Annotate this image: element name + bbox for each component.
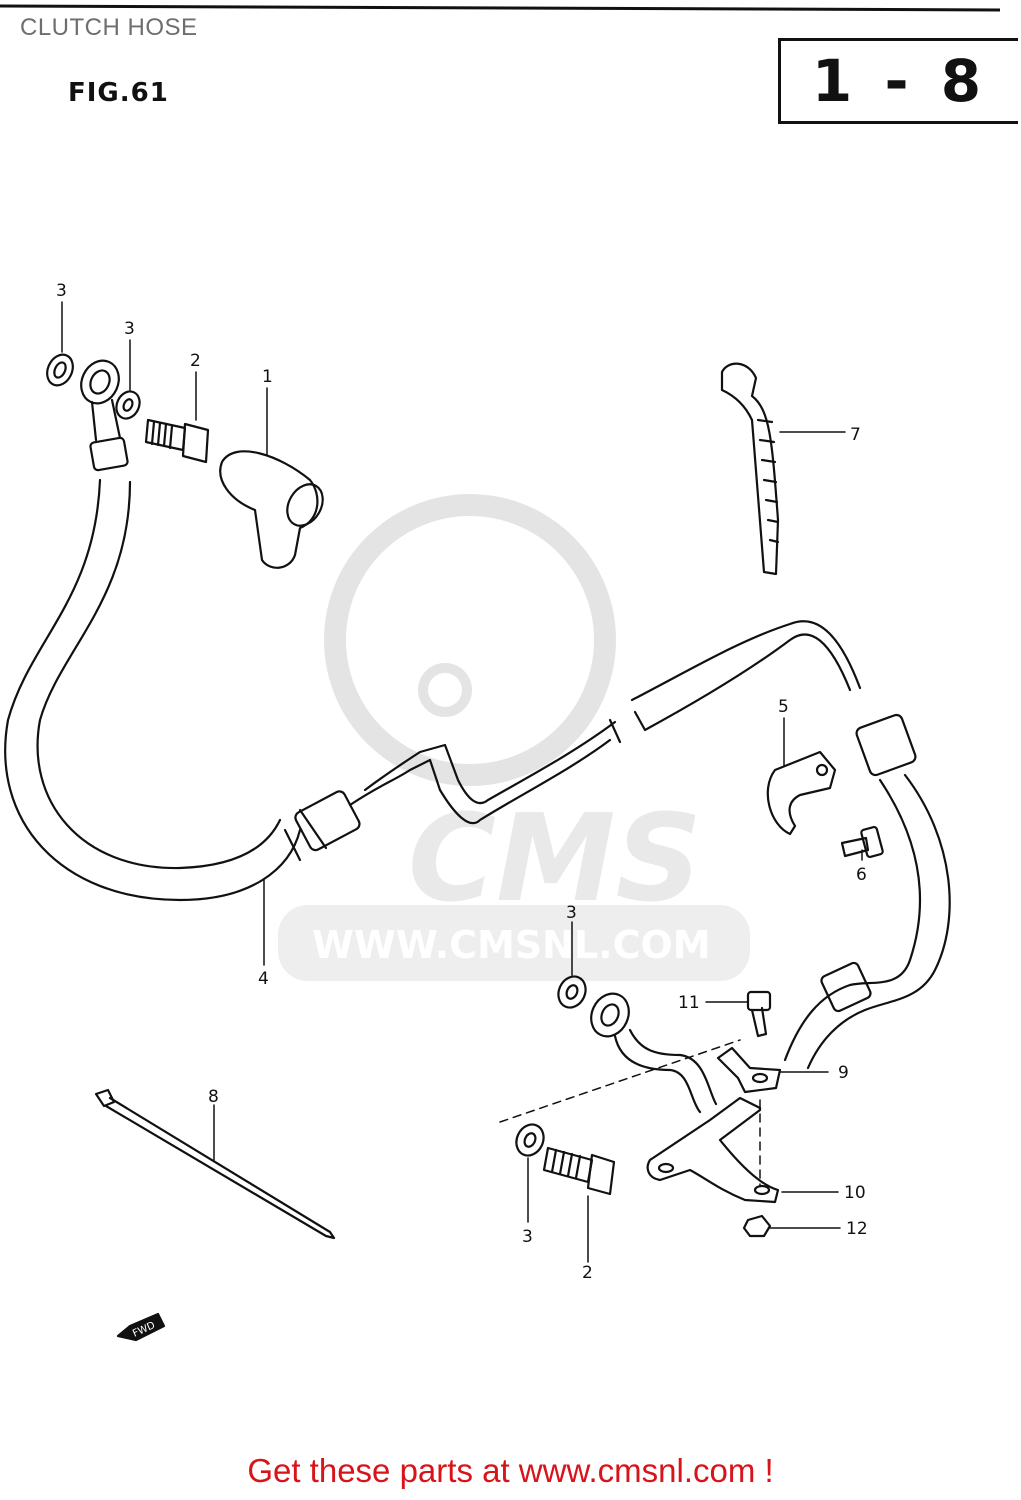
- watermark-url-band: [278, 905, 750, 981]
- washer-3-lower: [515, 1123, 545, 1157]
- callout-9: 9: [838, 1063, 849, 1083]
- banjo-fitting-top: [80, 359, 129, 472]
- hose-bracket-9: [716, 1046, 782, 1094]
- callout-8: 8: [208, 1087, 219, 1107]
- washer-3-top-right: [115, 390, 141, 420]
- cable-tie-8: [94, 1088, 336, 1240]
- callout-11: 11: [678, 993, 700, 1013]
- bolt-6: [840, 825, 884, 859]
- union-bolt-2-lower: [542, 1146, 616, 1196]
- figure-label: FIG.61: [68, 78, 169, 108]
- washer-3-middle: [557, 975, 587, 1009]
- cable-tie-7: [720, 362, 780, 576]
- callout-7: 7: [850, 425, 861, 445]
- forward-direction-arrow: [116, 1312, 166, 1342]
- watermark-mascot-head: [324, 494, 616, 786]
- bleeder-cap-1: [219, 450, 324, 569]
- nut-12: [742, 1214, 772, 1238]
- leader-lines: [61, 301, 863, 1263]
- callout-6: 6: [856, 865, 867, 885]
- top-rule: [0, 4, 1001, 12]
- parts-link-banner[interactable]: Get these parts at www.cmsnl.com !: [247, 1452, 774, 1489]
- callout-4: 4: [258, 969, 269, 989]
- callout-3-middle: 3: [566, 903, 577, 923]
- hose-clamp-5: [766, 750, 837, 836]
- callout-3-top-left: 3: [56, 281, 67, 301]
- banjo-fitting-lower: [590, 992, 718, 1114]
- bracket-plate-10: [646, 1096, 780, 1204]
- callout-12: 12: [846, 1219, 868, 1239]
- clutch-hose-4: [4, 478, 951, 1070]
- callout-2-top: 2: [190, 351, 201, 371]
- watermark-mascot-eye: [418, 663, 472, 717]
- watermark: CMS WWW.CMSNL.COM: [278, 494, 750, 981]
- callout-3-top-right: 3: [124, 319, 135, 339]
- bolt-11: [746, 990, 772, 1038]
- watermark-url: WWW.CMSNL.COM: [312, 923, 711, 967]
- page-reference-box: 1 - 8: [778, 38, 1018, 124]
- washer-3-top-left: [46, 353, 74, 387]
- page-title: CLUTCH HOSE: [20, 14, 198, 41]
- callout-3-lower: 3: [522, 1227, 533, 1247]
- callout-5: 5: [778, 697, 789, 717]
- union-bolt-2-top: [144, 418, 210, 464]
- callout-1: 1: [262, 367, 273, 387]
- callout-10: 10: [844, 1183, 866, 1203]
- callout-2-lower: 2: [582, 1263, 593, 1283]
